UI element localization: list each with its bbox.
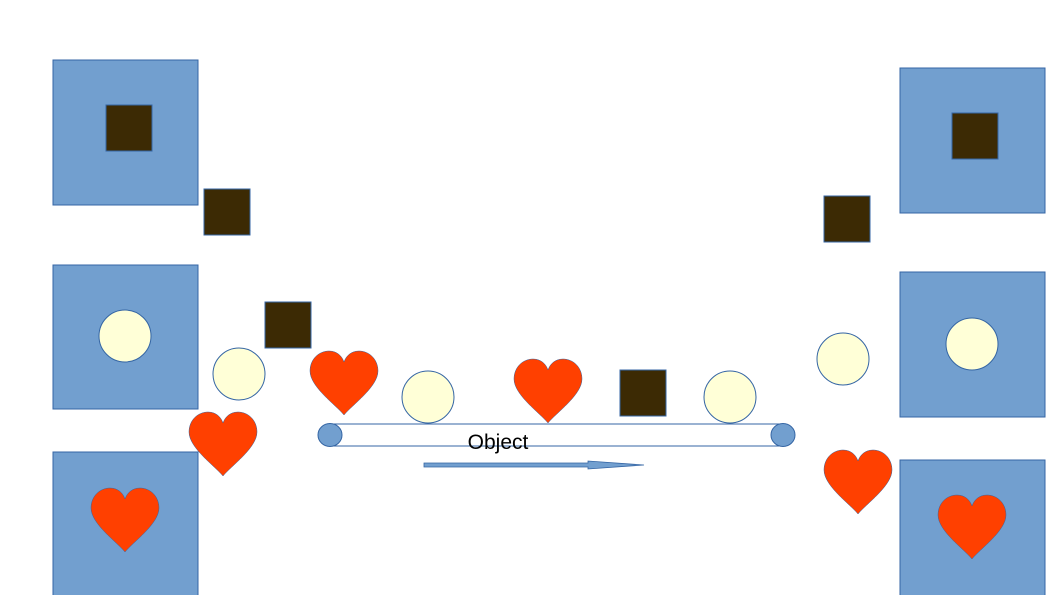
belt-circle-1	[401, 370, 455, 424]
falling-circle	[212, 347, 266, 401]
falling-square-right	[823, 195, 871, 243]
belt-circle-2	[703, 370, 757, 424]
right-bin-circle	[899, 271, 1046, 418]
direction-arrow	[423, 460, 645, 470]
circle-icon	[945, 317, 999, 371]
conveyor-label: Object	[468, 431, 529, 454]
conveyor-belt	[317, 423, 796, 447]
belt-heart-1	[309, 350, 379, 416]
square-icon	[105, 104, 153, 152]
right-bin-heart	[899, 459, 1046, 595]
falling-square-1	[203, 188, 251, 236]
roller-left	[317, 423, 343, 447]
belt-square	[619, 369, 667, 417]
falling-heart-right	[823, 449, 893, 515]
circle-icon	[98, 309, 152, 363]
belt-heart-2	[513, 358, 583, 424]
falling-heart	[188, 411, 258, 477]
left-bin-square	[52, 59, 199, 206]
falling-circle-right	[816, 332, 870, 386]
left-bin-heart	[52, 451, 199, 595]
square-icon	[951, 112, 999, 160]
right-bin-square	[899, 67, 1046, 214]
falling-square-2	[264, 301, 312, 349]
left-bin-circle	[52, 264, 199, 410]
roller-right	[770, 423, 796, 447]
